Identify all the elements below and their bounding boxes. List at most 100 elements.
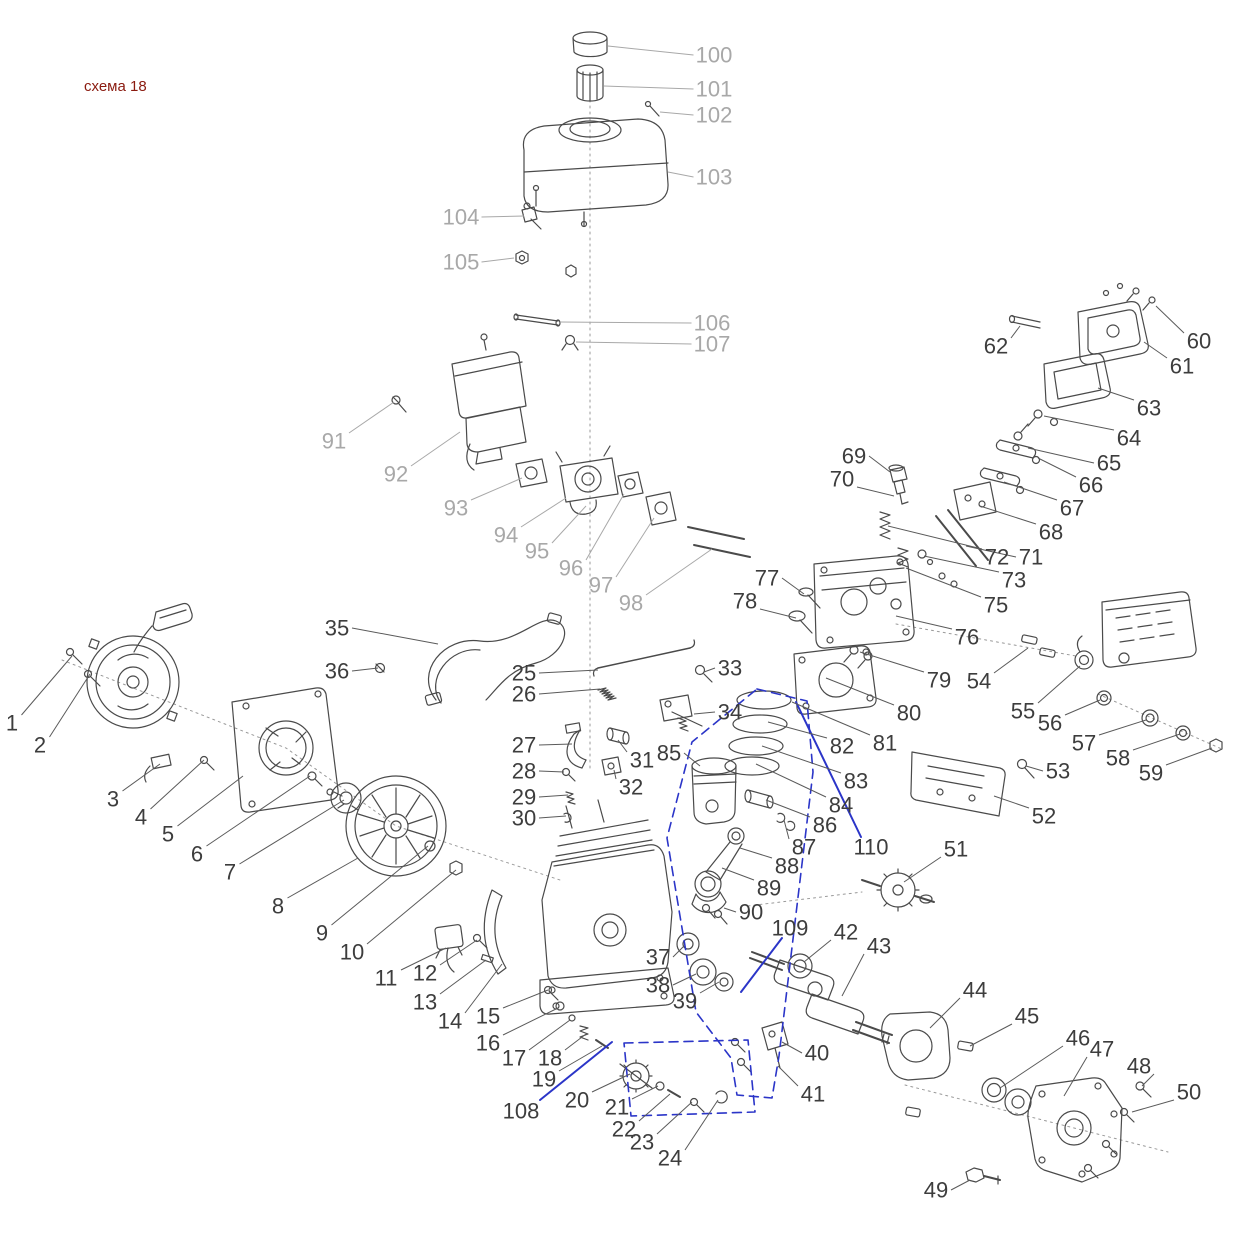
leader-line-26 [538, 688, 601, 695]
leader-line-8 [287, 857, 359, 899]
crankcase-cover-group-drawing [881, 1011, 1152, 1185]
leader-line-53 [1025, 765, 1044, 772]
part-label-35: 35 [325, 616, 349, 641]
leader-line-48 [1141, 1073, 1155, 1087]
part-label-38: 38 [646, 973, 670, 998]
part-label-8: 8 [272, 894, 284, 919]
part-label-62: 62 [984, 334, 1008, 359]
part-label-21: 21 [605, 1095, 629, 1120]
part-label-22: 22 [612, 1117, 636, 1142]
leader-line-58 [1132, 733, 1181, 751]
part-label-91: 91 [322, 429, 346, 454]
part-label-11: 11 [375, 966, 398, 991]
leader-line-59 [1165, 747, 1213, 766]
spark-plug-drawing [888, 464, 909, 505]
part-label-60: 60 [1187, 329, 1211, 354]
leader-line-42 [803, 939, 832, 963]
leader-line-104 [481, 215, 525, 218]
part-label-70: 70 [830, 467, 854, 492]
part-label-48: 48 [1127, 1054, 1151, 1079]
part-label-45: 45 [1015, 1004, 1039, 1029]
leader-line-83 [761, 745, 842, 774]
leader-line-68 [979, 505, 1037, 525]
leader-line-41 [777, 1065, 799, 1087]
carburetor-group-drawing [515, 445, 751, 558]
leader-line-34 [693, 711, 716, 715]
part-label-89: 89 [757, 876, 781, 901]
part-label-14: 14 [438, 1009, 462, 1034]
part-label-10: 10 [340, 940, 364, 965]
leader-line-80 [825, 677, 895, 706]
leader-line-49 [950, 1179, 971, 1191]
part-label-65: 65 [1097, 451, 1121, 476]
construction-lines [61, 99, 1225, 1153]
part-label-7: 7 [224, 860, 236, 885]
part-label-86: 86 [813, 813, 837, 838]
leader-line-70 [856, 486, 895, 497]
leader-line-78 [759, 608, 797, 619]
leader-line-33 [703, 667, 716, 673]
leader-line-36 [351, 667, 379, 672]
leader-line-90 [723, 907, 737, 913]
leader-line-44 [929, 997, 961, 1029]
part-label-101: 101 [696, 77, 733, 102]
part-label-44: 44 [963, 978, 987, 1003]
part-label-2: 2 [34, 733, 46, 758]
valvetrain-group-drawing [879, 509, 989, 588]
leader-line-40 [781, 1041, 803, 1054]
part-label-39: 39 [673, 989, 697, 1014]
part-label-37: 37 [646, 945, 670, 970]
leader-line-100 [607, 45, 694, 56]
leader-line-46 [999, 1045, 1064, 1089]
leader-line-32 [613, 769, 617, 780]
leader-line-93 [470, 477, 523, 501]
diagram-title: схема 18 [84, 78, 147, 95]
leader-line-29 [538, 794, 569, 798]
part-label-36: 36 [325, 659, 349, 684]
leader-line-66 [1037, 457, 1077, 478]
part-label-71: 71 [1019, 545, 1043, 570]
part-label-82: 82 [830, 734, 854, 759]
leader-line-65 [1027, 447, 1095, 464]
rocker-arm-group-drawing [953, 409, 1059, 521]
muffler-group-drawing [910, 591, 1223, 817]
part-label-110: 110 [853, 835, 888, 860]
part-label-85: 85 [657, 741, 681, 766]
leader-line-71 [965, 545, 1017, 558]
part-label-80: 80 [897, 701, 921, 726]
leader-line-1 [21, 655, 73, 716]
part-label-28: 28 [512, 759, 536, 784]
breather-group-drawing [561, 722, 630, 823]
part-label-78: 78 [733, 589, 757, 614]
part-label-104: 104 [443, 205, 480, 230]
leader-line-91 [348, 401, 395, 434]
leader-line-96 [585, 493, 625, 561]
part-label-63: 63 [1137, 396, 1161, 421]
part-label-92: 92 [384, 462, 408, 487]
part-label-17: 17 [502, 1046, 526, 1071]
leader-line-98 [645, 548, 713, 596]
fuel-system-drawing [513, 31, 669, 351]
leader-line-82 [767, 721, 828, 739]
air-cleaner-drawing [391, 333, 527, 471]
leader-line-37 [672, 945, 685, 958]
leader-line-55 [1037, 665, 1081, 704]
leader-line-77 [781, 577, 805, 595]
part-label-29: 29 [512, 785, 536, 810]
cylinder-head-group-drawing [788, 555, 1056, 715]
part-label-23: 23 [630, 1130, 654, 1155]
leader-line-67 [1003, 481, 1058, 501]
leader-line-3 [122, 763, 161, 792]
part-label-103: 103 [696, 165, 733, 190]
fan-cover-group-drawing [231, 687, 362, 814]
part-label-90: 90 [739, 900, 763, 925]
leader-line-103 [667, 171, 694, 178]
part-label-76: 76 [955, 625, 979, 650]
part-label-40: 40 [805, 1041, 829, 1066]
leader-line-24 [684, 1099, 719, 1151]
leader-line-54 [993, 647, 1029, 674]
part-label-27: 27 [512, 733, 536, 758]
part-label-75: 75 [984, 593, 1008, 618]
part-label-13: 13 [413, 990, 437, 1015]
